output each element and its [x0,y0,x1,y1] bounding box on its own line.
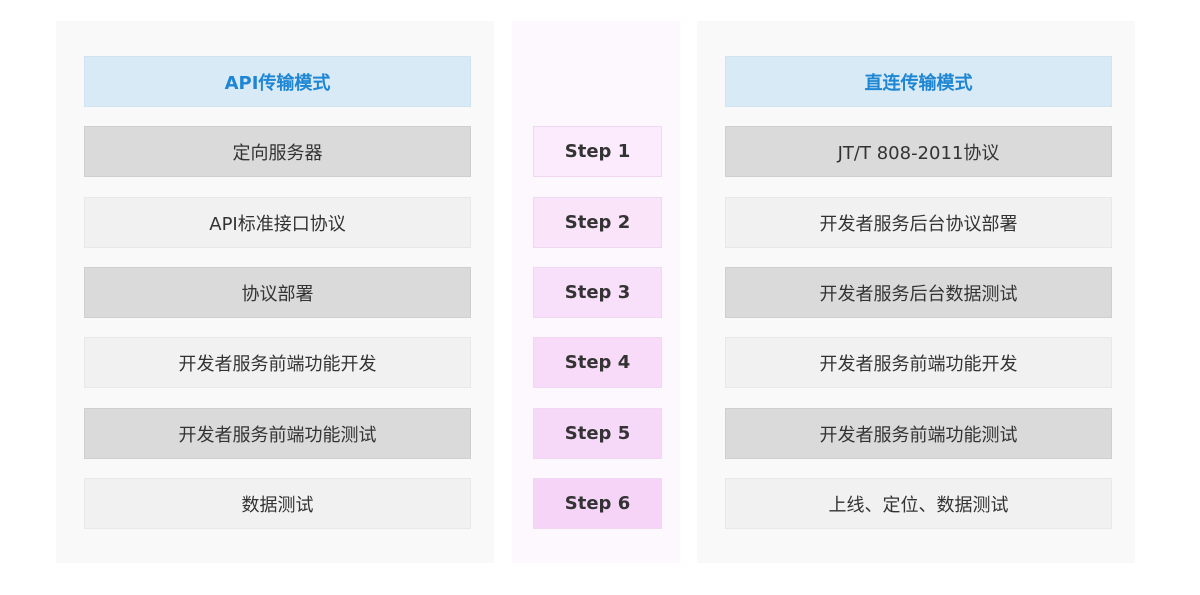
step-6-label: Step 6 [533,478,662,529]
api-mode-panel: API传输模式 定向服务器 API标准接口协议 协议部署 开发者服务前端功能开发… [56,21,494,563]
direct-step-2-item: 开发者服务后台协议部署 [725,197,1112,248]
direct-step-1-item: JT/T 808-2011协议 [725,126,1112,177]
step-4-label: Step 4 [533,337,662,388]
api-step-2-item: API标准接口协议 [84,197,471,248]
api-step-1-item: 定向服务器 [84,126,471,177]
step-2-label: Step 2 [533,197,662,248]
direct-mode-title: 直连传输模式 [725,56,1112,107]
direct-step-3-item: 开发者服务后台数据测试 [725,267,1112,318]
api-step-4-item: 开发者服务前端功能开发 [84,337,471,388]
step-1-label: Step 1 [533,126,662,177]
steps-panel: Step 1 Step 2 Step 3 Step 4 Step 5 Step … [512,21,680,563]
direct-mode-panel: 直连传输模式 JT/T 808-2011协议 开发者服务后台协议部署 开发者服务… [697,21,1135,563]
api-step-6-item: 数据测试 [84,478,471,529]
step-5-label: Step 5 [533,408,662,459]
step-3-label: Step 3 [533,267,662,318]
api-mode-title: API传输模式 [84,56,471,107]
direct-step-4-item: 开发者服务前端功能开发 [725,337,1112,388]
api-step-5-item: 开发者服务前端功能测试 [84,408,471,459]
api-step-3-item: 协议部署 [84,267,471,318]
direct-step-5-item: 开发者服务前端功能测试 [725,408,1112,459]
direct-step-6-item: 上线、定位、数据测试 [725,478,1112,529]
